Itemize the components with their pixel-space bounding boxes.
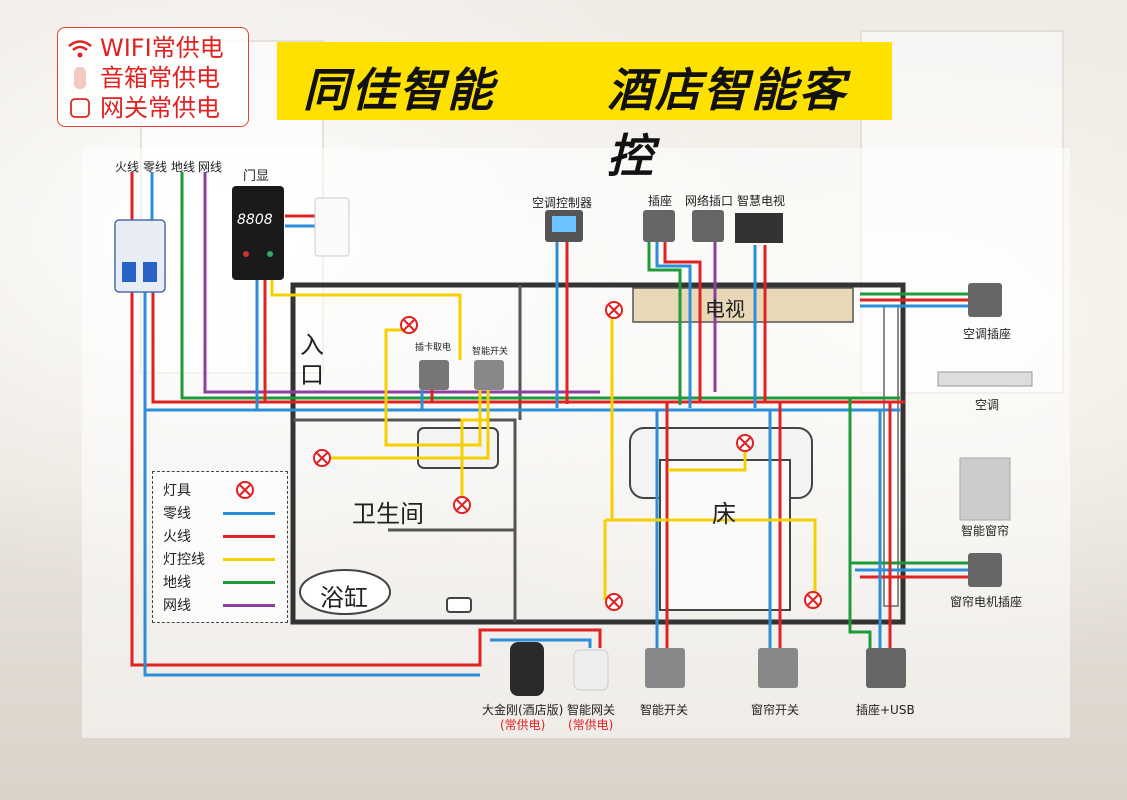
entrance-label: 入口 <box>300 331 324 389</box>
lamp-icon <box>804 591 822 609</box>
ac-unit-icon <box>937 371 1033 387</box>
legend-earth-label: 地线 <box>163 575 191 591</box>
power-row-speaker: 音箱常供电 <box>66 66 220 90</box>
network-port-icon <box>692 210 724 242</box>
subject-title: 酒店智能客控 <box>607 63 847 183</box>
smart-tv-icon <box>735 213 783 243</box>
speaker-label: 大金刚(酒店版) <box>482 703 564 717</box>
card-power-icon <box>419 360 449 390</box>
power-row-label: 网关常供电 <box>100 94 220 122</box>
bed-label: 床 <box>712 500 736 528</box>
lamp-icon <box>400 316 418 334</box>
wifi-icon <box>68 40 92 58</box>
smart-switch-bottom-label: 智能开关 <box>640 703 689 717</box>
sink-shape <box>417 427 499 469</box>
door-display-number: 8808 <box>237 212 273 228</box>
bathtub-label: 浴缸 <box>320 584 368 612</box>
smart-curtain-icon <box>959 457 1011 521</box>
legend-lamp-label: 灯具 <box>163 483 191 499</box>
door-display-label: 门显 <box>243 169 270 184</box>
curtain-motor-socket-label: 窗帘电机插座 <box>950 595 1023 609</box>
wire-label-neutral: 零线 <box>143 160 168 174</box>
curtain-motor-socket-icon <box>968 553 1002 587</box>
legend-lamp-ctrl-label: 灯控线 <box>163 552 205 568</box>
bathroom-label: 卫生间 <box>352 500 424 528</box>
power-row-gateway: 网关常供电 <box>66 96 220 120</box>
wire-label-network: 网线 <box>198 160 223 174</box>
card-power-label: 插卡取电 <box>415 343 452 353</box>
smart-curtain-label: 智能窗帘 <box>961 524 1010 538</box>
smart-switch-top-label: 智能开关 <box>472 347 509 357</box>
always-on-power-box: WIFI常供电 音箱常供电 网关常供电 <box>57 27 249 127</box>
brand-title: 同佳智能 <box>303 63 495 117</box>
gateway-device-icon <box>573 649 609 691</box>
lamp-icon <box>236 481 254 499</box>
gateway-icon <box>70 98 90 118</box>
socket-usb-label: 插座+USB <box>856 703 915 717</box>
smart-switch-top-icon <box>474 360 504 390</box>
power-row-label: WIFI常供电 <box>100 34 224 62</box>
smart-tv-label: 智慧电视 <box>737 194 786 208</box>
legend: 灯具 零线 火线 灯控线 地线 网线 <box>152 471 288 623</box>
power-row-wifi: WIFI常供电 <box>66 36 224 60</box>
legend-neutral-line <box>223 512 275 515</box>
tv-cabinet <box>632 287 854 323</box>
lamp-icon <box>736 434 754 452</box>
gateway-label: 智能网关 <box>567 703 616 717</box>
smart-switch-bottom-icon <box>645 648 685 688</box>
network-port-label: 网络插口 <box>685 194 734 208</box>
legend-earth-line <box>223 581 275 584</box>
bathtub-shape <box>299 569 391 615</box>
curtain-switch-label: 窗帘开关 <box>751 703 800 717</box>
legend-network-line <box>223 604 275 607</box>
legend-network-label: 网线 <box>163 598 191 614</box>
lamp-icon <box>605 301 623 319</box>
speaker-device-icon <box>510 642 544 696</box>
socket-label: 插座 <box>648 194 673 208</box>
socket-icon <box>643 210 675 242</box>
legend-live-label: 火线 <box>163 529 191 545</box>
title-banner: 同佳智能 酒店智能客控 <box>277 42 892 183</box>
ac-controller-label: 空调控制器 <box>532 196 593 210</box>
ac-label: 空调 <box>975 398 1000 412</box>
socket-usb-icon <box>866 648 906 688</box>
lamp-icon <box>313 449 331 467</box>
speaker-note: (常供电) <box>500 718 546 732</box>
tv-label: 电视 <box>705 297 745 321</box>
doorbell-icon <box>314 197 350 257</box>
circuit-breaker-icon <box>114 219 166 293</box>
power-row-label: 音箱常供电 <box>100 64 220 92</box>
lamps <box>313 301 822 611</box>
ac-controller-icon <box>545 210 583 242</box>
drain-shape <box>446 597 472 613</box>
ac-socket-icon <box>968 283 1002 317</box>
curtain-switch-icon <box>758 648 798 688</box>
lamp-icon <box>605 593 623 611</box>
legend-lamp-ctrl-line <box>223 558 275 561</box>
ac-socket-label: 空调插座 <box>963 327 1012 341</box>
bed-shape <box>629 427 813 611</box>
legend-live-line <box>223 535 275 538</box>
door-display-icon <box>232 186 284 280</box>
speaker-icon <box>74 67 86 89</box>
legend-neutral-label: 零线 <box>163 506 191 522</box>
wire-label-earth: 地线 <box>171 160 196 174</box>
gateway-note: (常供电) <box>568 718 614 732</box>
lamp-icon <box>453 496 471 514</box>
wire-label-live: 火线 <box>115 160 140 174</box>
